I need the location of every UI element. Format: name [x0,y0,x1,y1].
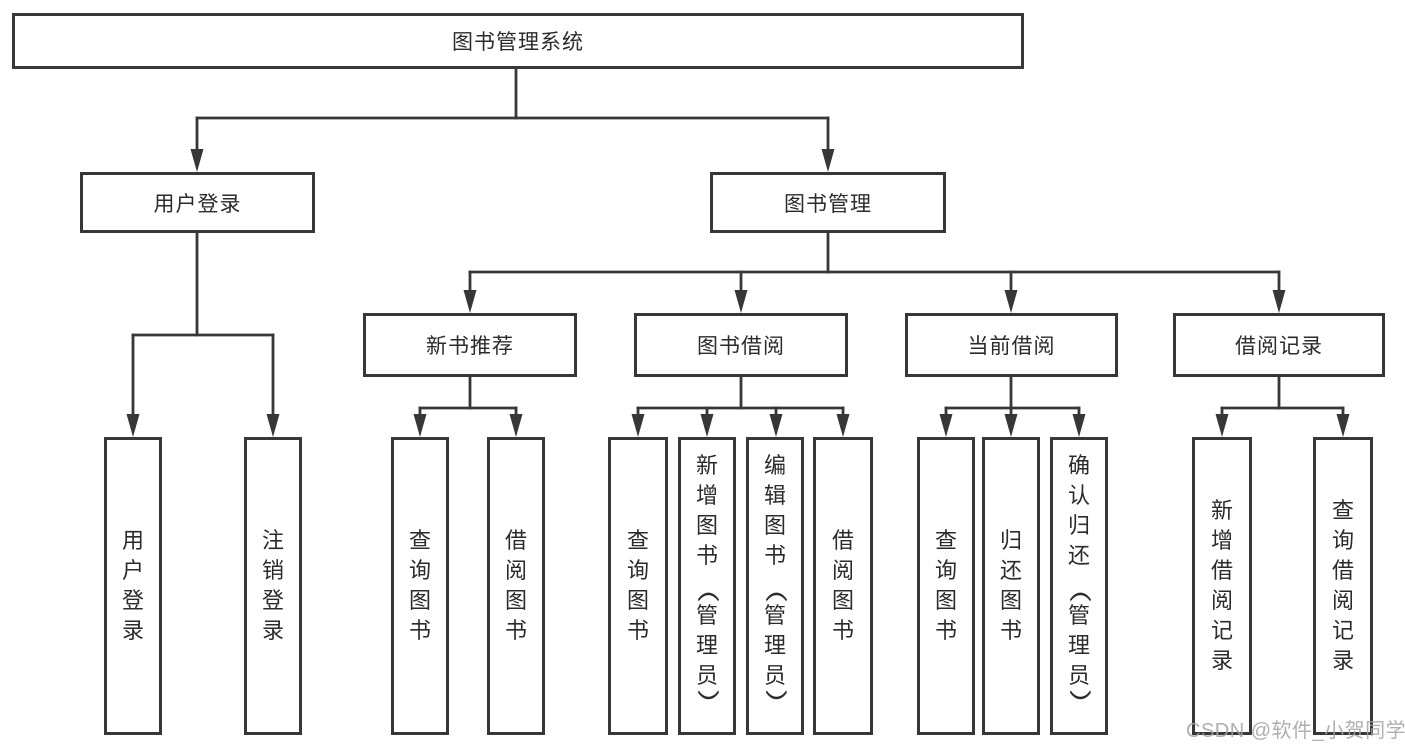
node-book-management-label: 图书管理 [784,192,872,216]
leaf-logout-label: 注销登录 [261,528,284,643]
leaf-add-books-admin: 新增图书（管理员） [678,437,736,735]
node-current-borrow-label: 当前借阅 [967,335,1056,358]
node-book-management: 图书管理 [710,172,946,233]
leaf-return-books: 归还图书 [982,437,1040,735]
node-borrow-records: 借阅记录 [1173,313,1385,377]
leaf-confirm-return-admin: 确认归还（管理员） [1050,437,1108,735]
leaf-query-borrow-record: 查询借阅记录 [1313,437,1373,735]
node-user-login-label: 用户登录 [153,192,242,216]
leaf-user-login-label: 用户登录 [121,528,144,643]
leaf-query-books-borrow-label: 查询图书 [626,528,649,643]
node-new-book-recommend-label: 新书推荐 [426,335,514,358]
leaf-add-books-admin-label: 新增图书（管理员） [695,453,720,724]
leaf-add-borrow-record-label: 新增借阅记录 [1210,498,1233,673]
leaf-add-borrow-record: 新增借阅记录 [1192,437,1252,735]
node-user-login: 用户登录 [80,172,315,233]
leaf-edit-books-admin-label: 编辑图书（管理员） [763,453,788,724]
leaf-borrow-books-label: 借阅图书 [831,528,854,643]
csdn-watermark: CSDN @软件_小贺同学 [1186,720,1405,742]
leaf-query-books-current-label: 查询图书 [934,528,957,643]
leaf-borrow-books-recommend: 借阅图书 [487,437,545,735]
leaf-confirm-return-admin-label: 确认归还（管理员） [1067,453,1092,724]
node-root-library-system: 图书管理系统 [12,13,1024,69]
leaf-edit-books-admin: 编辑图书（管理员） [746,437,804,735]
node-root-label: 图书管理系统 [452,31,584,54]
leaf-logout: 注销登录 [244,437,302,735]
leaf-borrow-books-recommend-label: 借阅图书 [504,528,527,643]
node-borrow-records-label: 借阅记录 [1235,335,1323,358]
leaf-query-books-recommend-label: 查询图书 [408,528,431,643]
leaf-return-books-label: 归还图书 [999,528,1022,643]
leaf-borrow-books: 借阅图书 [813,437,873,735]
leaf-user-login: 用户登录 [104,437,162,735]
node-book-borrow-label: 图书借阅 [697,335,785,358]
leaf-query-books-recommend: 查询图书 [391,437,449,735]
leaf-query-books-current: 查询图书 [917,437,975,735]
leaf-query-books-borrow: 查询图书 [608,437,668,735]
node-new-book-recommend: 新书推荐 [363,313,577,377]
leaf-query-borrow-record-label: 查询借阅记录 [1331,498,1354,673]
node-current-borrow: 当前借阅 [905,313,1118,377]
node-book-borrow: 图书借阅 [634,313,848,377]
